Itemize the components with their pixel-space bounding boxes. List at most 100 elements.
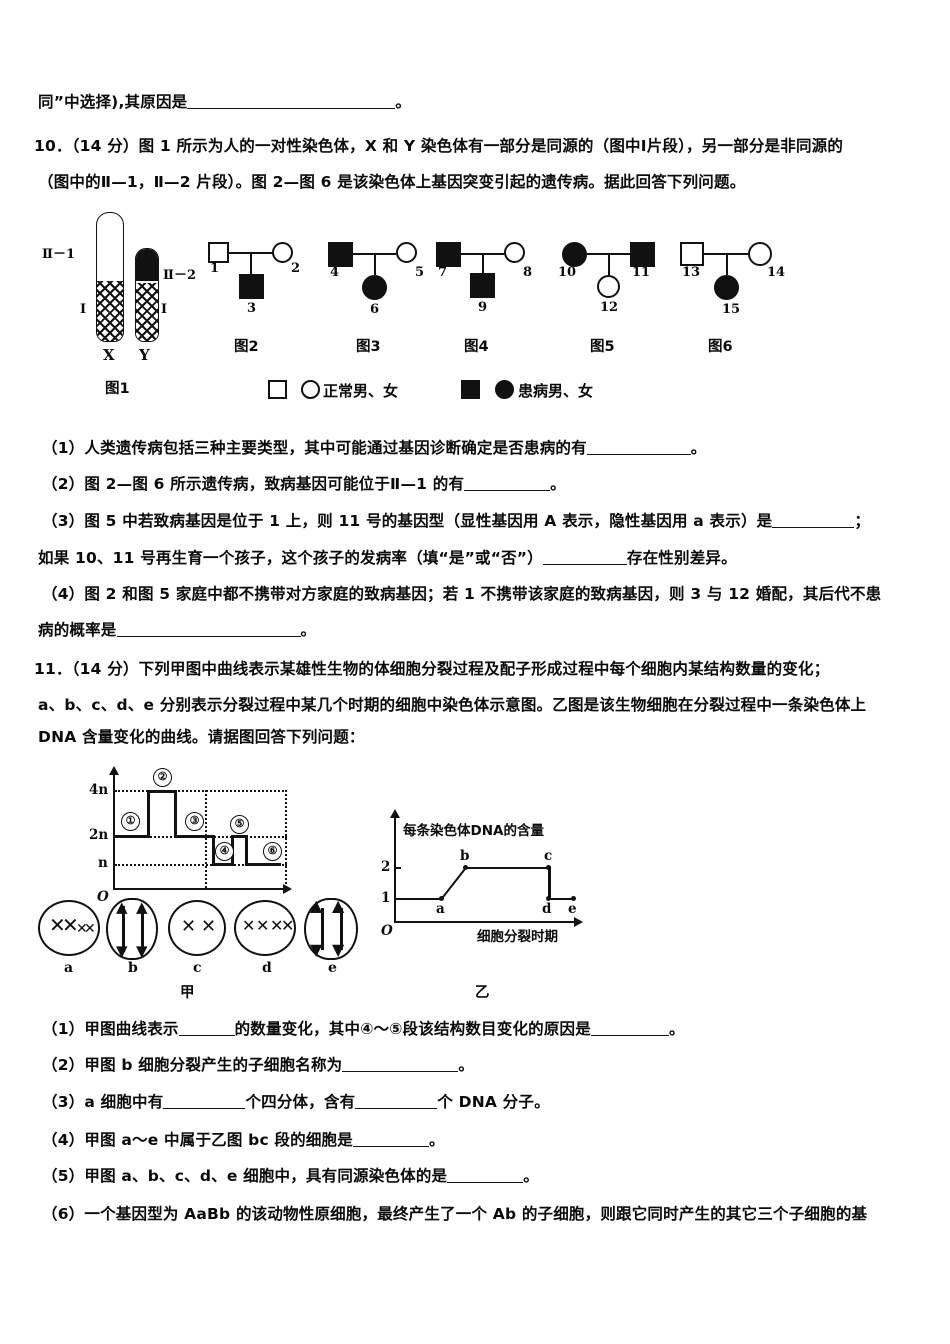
label-y: Y <box>139 346 150 364</box>
cell-b <box>106 898 158 960</box>
q10-sub3-cont-text: 如果 10、11 号再生育一个孩子，这个孩子的发病率（填“是”或“否”） <box>38 549 543 567</box>
answer-blank[interactable] <box>447 1182 524 1183</box>
cell-e-chromosome-1 <box>321 908 324 950</box>
q11-sub2-label: （2） <box>42 1056 85 1074</box>
pedigree-symbol-female-open <box>748 242 772 266</box>
cell-d-label: d <box>262 960 272 976</box>
chart-yi-origin-label: O <box>381 923 393 939</box>
q11-sub6-label: （6） <box>42 1205 85 1223</box>
descent-line <box>482 253 484 273</box>
cell-b-label: b <box>128 960 138 976</box>
label-II-1: Ⅱ－1 <box>42 247 76 262</box>
q11-sub6: （6）一个基因型为 AaBb 的该动物性原细胞，最终产生了一个 Ab 的子细胞，… <box>42 1204 867 1224</box>
top-fragment-after: 。 <box>395 93 412 111</box>
chart-yi-point-d-marker <box>546 896 551 901</box>
q11-sub1: （1）甲图曲线表示的数量变化，其中④～⑤段该结构数目变化的原因是。 <box>42 1019 685 1039</box>
cell-a-chromosome-2: ✕ <box>62 913 79 937</box>
q10-sub4-text: 图 2 和图 5 家庭中都不携带对方家庭的致病基因；若 1 不携带该家庭的致病基… <box>84 585 882 603</box>
cell-c-chromosome-1: ✕ <box>181 916 197 937</box>
pedigree-id-7: 7 <box>438 265 448 280</box>
chart-jia-y-axis-arrow-icon <box>109 766 119 775</box>
pedigree-id-4: 4 <box>330 265 340 280</box>
q11-sub2: （2）甲图 b 细胞分裂产生的子细胞名称为。 <box>42 1055 474 1075</box>
q11-sub3: （3）a 细胞中有个四分体，含有个 DNA 分子。 <box>42 1092 550 1112</box>
chart-jia-divider-2 <box>285 790 287 888</box>
cell-e-pole-top-icon: ▲ <box>310 896 323 915</box>
pedigree-symbol-male-affected <box>239 274 264 299</box>
pedigree-id-2: 2 <box>291 261 301 276</box>
q10-sub3-cont-end: 存在性别差异。 <box>626 549 737 567</box>
pedigree-id-12: 12 <box>600 300 619 315</box>
chart-jia-faller-3 <box>245 835 248 866</box>
chart-jia-annotation-2: ② <box>153 768 172 787</box>
chart-yi-point-b-label: b <box>460 848 470 864</box>
chart-yi-point-d-label: d <box>542 901 552 917</box>
answer-blank[interactable] <box>178 1035 235 1036</box>
chart-yi-segment-flat-de <box>548 898 574 900</box>
chart-jia-x-axis <box>113 888 285 890</box>
answer-blank[interactable] <box>163 1108 246 1109</box>
q10-sub4-cont-end: 。 <box>300 621 317 639</box>
chart-jia-step-1-level-2n <box>113 835 149 838</box>
q11-sub1-text-c: 。 <box>668 1020 685 1038</box>
answer-blank[interactable] <box>355 1108 438 1109</box>
answer-blank[interactable] <box>352 1146 429 1147</box>
q11-sub5-label: （5） <box>42 1167 85 1185</box>
q11-sub5: （5）甲图 a、b、c、d、e 细胞中，具有同源染色体的是。 <box>42 1166 539 1186</box>
cell-e-label: e <box>328 960 337 976</box>
answer-blank[interactable] <box>187 108 396 109</box>
pedigree-6-caption: 图6 <box>708 339 733 355</box>
q10-sub2-end: 。 <box>550 475 566 493</box>
chart-yi-x-axis-arrow-icon <box>574 917 583 927</box>
chart-jia-divider-1 <box>205 790 207 888</box>
question11-stem-line1: 下列甲图中曲线表示某雄性生物的体细胞分裂过程及配子形成过程中每个细胞内某结构数量… <box>138 660 830 678</box>
pedigree-2-caption: 图2 <box>234 339 259 355</box>
q10-sub2-text: 图 2—图 6 所示遗传病，致病基因可能位于Ⅱ—1 的有 <box>84 475 465 493</box>
q10-sub3-text: 图 5 中若致病基因是位于 1 上，则 11 号的基因型（显性基因用 A 表示，… <box>84 512 773 530</box>
chart-yi-point-c-marker <box>546 865 551 870</box>
cell-e-pole-bottom-icon: ▼ <box>310 940 323 959</box>
pedigree-symbol-female-affected <box>362 275 387 300</box>
question10-stem-line2: （图中的Ⅱ—1，Ⅱ—2 片段）。图 2—图 6 是该染色体上基因突变引起的遗传病… <box>38 173 746 191</box>
cell-c-label: c <box>193 960 202 976</box>
chart-yi-ytick-1: 1 <box>381 890 391 906</box>
answer-blank[interactable] <box>542 564 627 565</box>
chart-jia-annotation-5: ⑤ <box>230 815 249 834</box>
chart-jia-step-5-level-2n <box>231 835 248 838</box>
chart-jia-annotation-4: ④ <box>215 842 234 861</box>
answer-blank[interactable] <box>590 1035 669 1036</box>
pedigree-id-13: 13 <box>682 265 701 280</box>
chromosome-y <box>135 248 159 342</box>
answer-blank[interactable] <box>342 1071 459 1072</box>
pedigree-symbol-female-open <box>272 242 293 263</box>
chart-jia-ytick-4n: 4n <box>89 782 109 798</box>
chart-yi-ytick-2: 2 <box>381 859 391 875</box>
q11-sub2-text-b: 。 <box>458 1056 475 1074</box>
pedigree-id-3: 3 <box>247 301 257 316</box>
chart-yi-point-a-marker <box>439 896 444 901</box>
q10-sub1-label: （1） <box>42 439 85 457</box>
cell-e <box>304 898 358 960</box>
cell-a-chromosome-1: ✕ <box>49 913 66 937</box>
question11-number: 11． <box>34 660 72 678</box>
question10-number: 10． <box>34 137 72 155</box>
chart-jia: 4n 2n n O ① ② ③ ④ ⑤ ⑥ <box>89 766 325 905</box>
chart-jia-annotation-1: ① <box>121 812 140 831</box>
chart-jia-step-4-level-n <box>212 863 234 866</box>
legend-circle-filled-icon <box>495 380 514 399</box>
pedigree-symbol-female-affected-child <box>714 275 739 300</box>
q11-sub3-label: （3） <box>42 1093 85 1111</box>
label-I-right: Ⅰ <box>161 302 168 317</box>
pedigree-id-15: 15 <box>722 302 741 317</box>
chart-yi-point-a-label: a <box>436 901 445 917</box>
question11-stem-line3: DNA 含量变化的曲线。请据图回答下列问题： <box>38 728 365 746</box>
q10-sub4-cont: 病的概率是。 <box>38 620 316 640</box>
answer-blank[interactable] <box>772 527 855 528</box>
label-x: X <box>103 346 115 364</box>
figure1-caption: 图1 <box>105 381 130 397</box>
answer-blank[interactable] <box>116 636 301 637</box>
answer-blank[interactable] <box>586 454 691 455</box>
answer-blank[interactable] <box>464 490 551 491</box>
question11-stem-line2: a、b、c、d、e 分别表示分裂过程中某几个时期的细胞中染色体示意图。乙图是该生… <box>38 696 867 714</box>
pedigree-id-6: 6 <box>370 302 380 317</box>
